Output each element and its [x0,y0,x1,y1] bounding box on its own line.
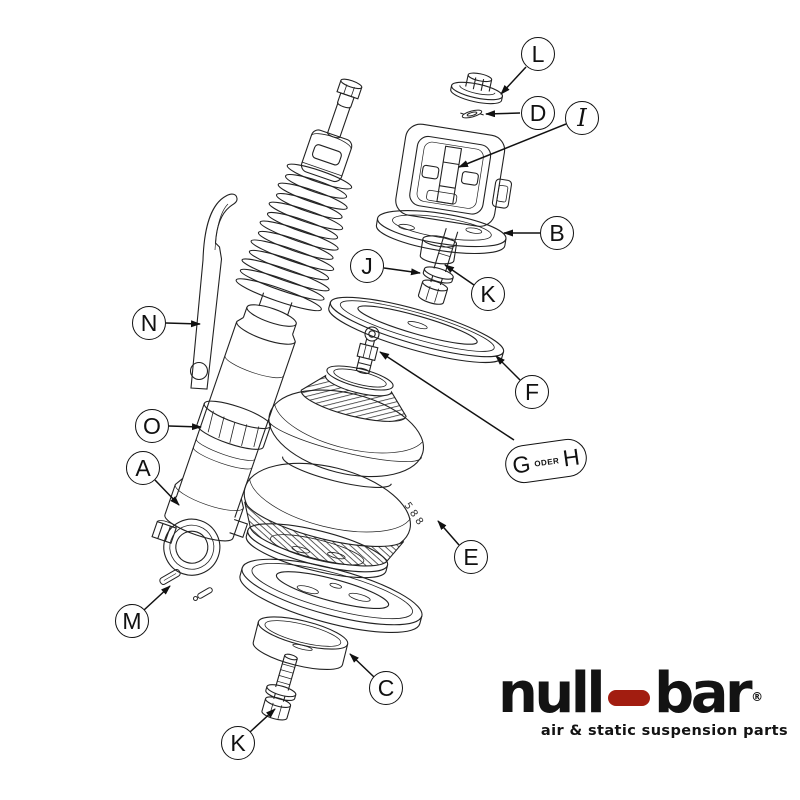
callout-oder-text: ODER [533,456,560,469]
air-spring-drawing [243,365,425,579]
callout-M: M [115,604,149,638]
air-fitting-drawing [355,326,380,375]
bottom-cup-drawing [252,616,349,671]
logo-wordmark: null bar ® [498,666,790,722]
callout-G-letter: G [510,449,532,479]
registered-trademark-symbol: ® [751,690,764,704]
upper-plate-drawing [328,296,505,364]
callout-F: F [515,375,549,409]
lower-bolt-drawing [261,653,298,721]
callout-K-upper: K [471,277,505,311]
logo-word-null: null [498,661,606,726]
clip-drawing [460,109,484,119]
flanged-nut-drawing [450,72,504,105]
top-mount-bracket-drawing [375,123,513,265]
callout-H-letter: H [561,442,582,471]
spanner-wrench-drawing [189,193,238,390]
shock-absorber-drawing [151,78,363,576]
callout-A: A [126,451,160,485]
callout-K-lower: K [221,726,255,760]
retainer-clips-drawing [159,569,213,601]
logo-red-dash [608,690,651,706]
logo-word-bar: bar [654,661,753,726]
callout-C: C [369,671,403,705]
callout-O: O [135,409,169,443]
callout-B: B [540,216,574,250]
bellows-marking: 588 [402,500,427,529]
callout-N: N [132,306,166,340]
null-bar-logo: null bar ® air & static suspension parts [498,666,790,740]
callout-I: I [565,101,599,135]
callout-J: J [350,249,384,283]
lower-plate-drawing [239,558,423,634]
callout-E: E [454,540,488,574]
callout-L: L [521,37,555,71]
leader-arrows [143,66,567,733]
callout-D: D [521,96,555,130]
logo-tagline: air & static suspension parts [540,723,788,739]
